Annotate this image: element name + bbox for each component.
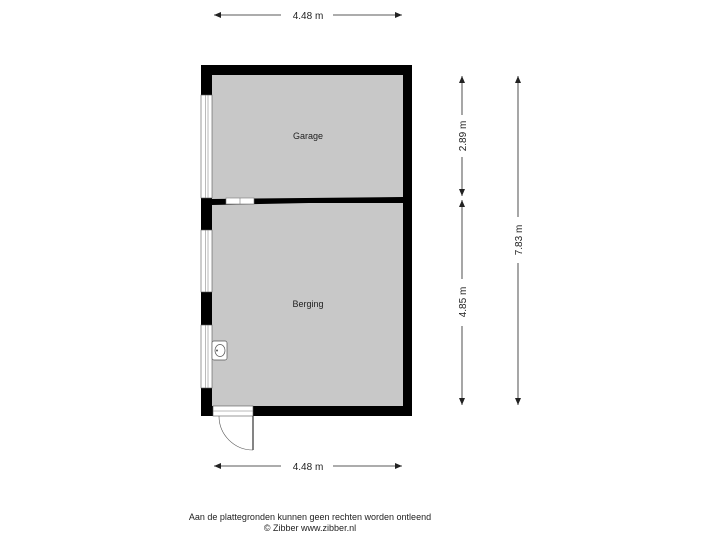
sink-icon [211, 340, 228, 361]
footer-copyright: © Zibber www.zibber.nl [263, 523, 357, 533]
dimension-bottom-width-label: 4.48 m [293, 462, 324, 473]
dimension-total-depth-label: 7.83 m [514, 225, 525, 256]
room-label-berging: Berging [292, 299, 323, 309]
footer-disclaimer: Aan de plattegronden kunnen geen rechten… [188, 512, 432, 522]
dimension-garage-depth: 2.89 m [458, 76, 469, 196]
dimension-total-depth: 7.83 m [514, 76, 525, 405]
dividing-wall [212, 197, 403, 205]
left-window-lower [200, 324, 213, 389]
entrance-door [212, 405, 254, 451]
dimension-garage-depth-label: 2.89 m [458, 121, 469, 152]
dimension-top-width: 4.48 m [214, 11, 402, 22]
room-label-garage: Garage [293, 131, 323, 141]
room-garage-floor [212, 75, 403, 199]
dimension-berging-depth: 4.85 m [458, 200, 469, 405]
footer: Aan de plattegronden kunnen geen rechten… [0, 512, 620, 534]
left-window-middle [200, 229, 213, 293]
room-berging-floor [212, 203, 403, 406]
dimension-top-width-label: 4.48 m [293, 11, 324, 22]
dimension-bottom-width: 4.48 m [214, 462, 402, 473]
dimension-berging-depth-label: 4.85 m [458, 287, 469, 318]
left-window-upper [200, 94, 213, 199]
